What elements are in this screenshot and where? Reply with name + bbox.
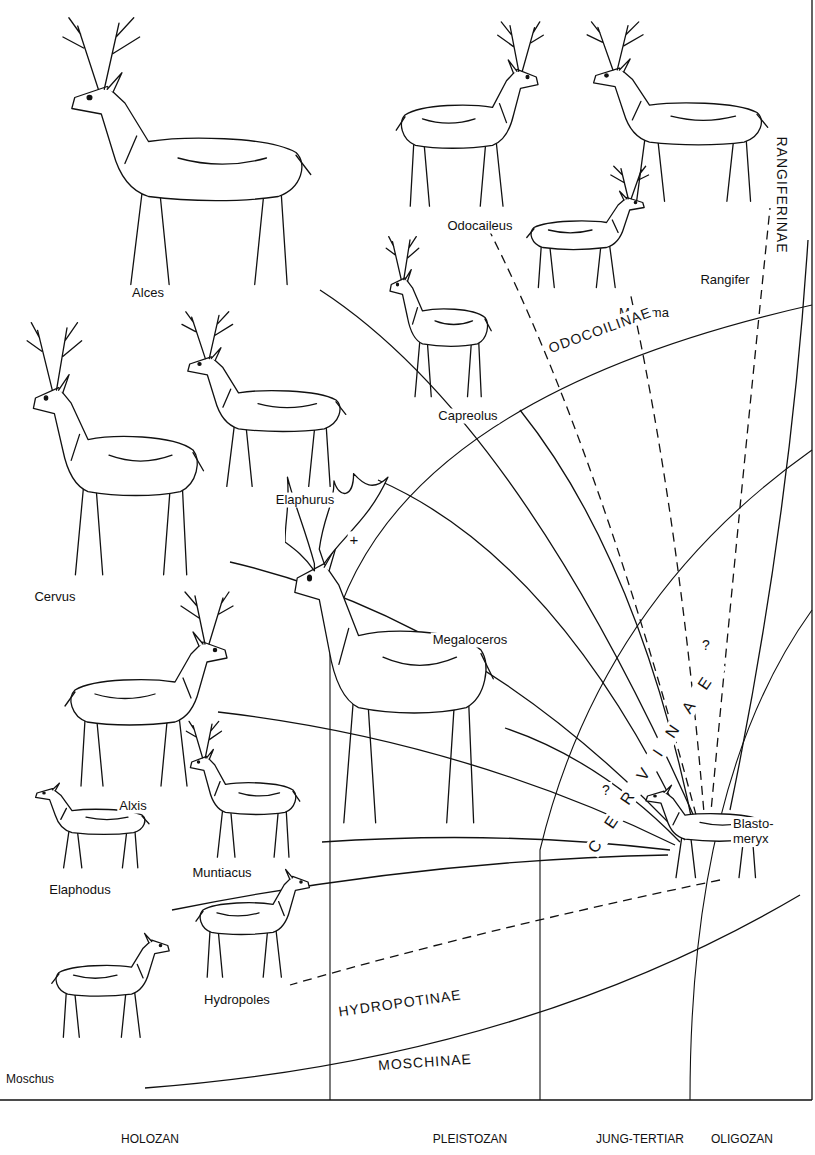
genus-name: Alxis [117,799,148,814]
epoch-name: OLIGOZAN [709,1133,775,1147]
extinct-mark: + [348,531,361,548]
subfamily-name: MOSCHINAE [376,1051,475,1074]
genus-name: Cervus [32,590,77,605]
epoch-name: PLEISTOZAN [431,1133,509,1147]
genus-name: Capreolus [436,409,499,424]
subfamily-name: CERVINAE [583,658,727,859]
uncertainty-mark: ? [600,782,612,798]
genus-name: Hydropoles [202,993,272,1008]
genus-name: Elaphodus [47,883,112,898]
epoch-name: JUNG-TERTIAR [594,1133,686,1147]
genus-name: Blasto- meryx [731,817,793,847]
genus-name: Odocaileus [445,219,514,234]
epoch-name: HOLOZAN [119,1133,181,1147]
subfamily-name: HYDROPOTINAE [335,986,464,1020]
genus-name: Megaloceros [431,633,509,648]
subfamily-name: RANGIFERINAE [774,134,790,255]
genus-name: Muntiacus [190,866,253,881]
genus-name: Rangifer [698,273,751,288]
uncertainty-mark: ? [700,637,712,653]
genus-name: Alces [130,286,166,301]
genus-name: Elaphurus [274,493,337,508]
subfamily-name: ODOCOILINAE [545,303,656,357]
genus-name: Moschus [4,1073,56,1087]
